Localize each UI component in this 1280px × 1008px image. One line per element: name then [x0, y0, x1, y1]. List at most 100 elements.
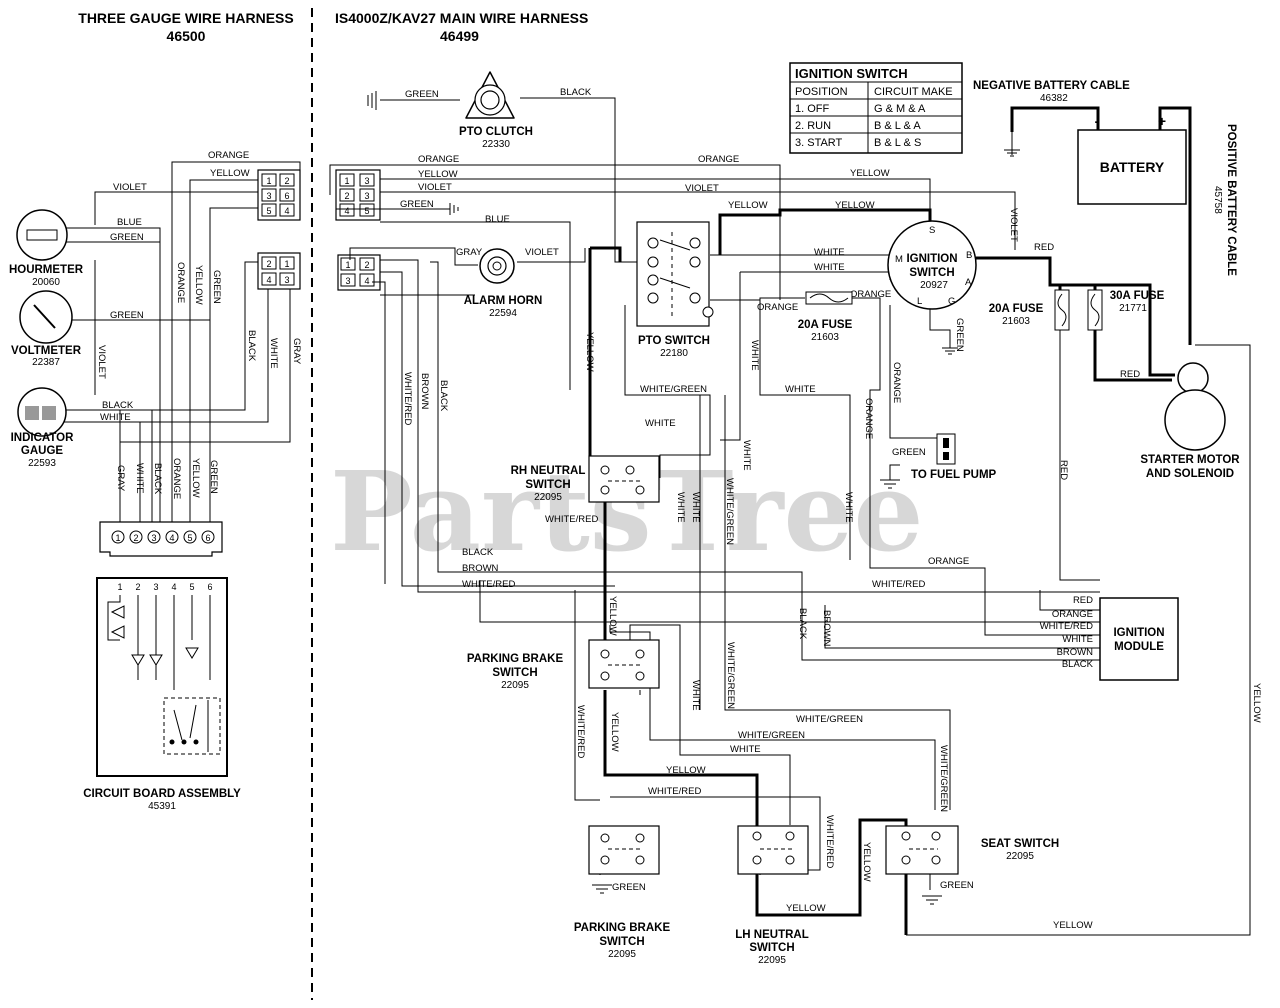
svg-text:4: 4 — [171, 582, 176, 592]
svg-text:21603: 21603 — [811, 332, 839, 343]
svg-text:3: 3 — [364, 176, 369, 186]
left-title: THREE GAUGE WIRE HARNESS — [78, 10, 293, 26]
main-4pin-connector: 1 2 3 4 — [337, 254, 381, 291]
svg-text:2: 2 — [344, 191, 349, 201]
svg-text:ORANGE: ORANGE — [698, 154, 739, 165]
svg-text:WHITE: WHITE — [843, 492, 854, 523]
svg-text:22180: 22180 — [660, 348, 688, 359]
svg-text:SWITCH: SWITCH — [525, 479, 570, 491]
svg-text:RED: RED — [1120, 369, 1140, 380]
svg-text:IGNITION SWITCH: IGNITION SWITCH — [795, 66, 908, 81]
svg-text:WHITE/RED: WHITE/RED — [545, 514, 598, 525]
ground-symbol — [449, 203, 459, 215]
svg-text:B & L & A: B & L & A — [874, 120, 921, 132]
svg-text:WHITE/GREEN: WHITE/GREEN — [796, 714, 863, 725]
svg-text:3: 3 — [345, 276, 350, 286]
svg-text:BLACK: BLACK — [102, 400, 134, 411]
svg-text:2: 2 — [284, 176, 289, 186]
svg-text:M: M — [895, 254, 903, 265]
svg-text:CIRCUIT MAKE: CIRCUIT MAKE — [874, 86, 953, 98]
svg-text:5: 5 — [364, 206, 369, 216]
svg-text:21771: 21771 — [1119, 303, 1147, 314]
svg-text:GRAY: GRAY — [456, 247, 483, 258]
svg-text:ORANGE: ORANGE — [850, 289, 891, 300]
svg-text:20060: 20060 — [32, 277, 60, 288]
svg-text:BLACK: BLACK — [1062, 659, 1094, 670]
svg-text:BLACK: BLACK — [152, 463, 163, 495]
svg-text:VIOLET: VIOLET — [525, 247, 559, 258]
indicator-gauge: INDICATOR GAUGE 22593 — [11, 387, 74, 469]
svg-text:6: 6 — [284, 191, 289, 201]
svg-text:1: 1 — [115, 533, 120, 543]
svg-text:A: A — [965, 277, 972, 288]
starter-motor: STARTER MOTOR AND SOLENOID — [1140, 362, 1240, 480]
fuse-20a-right: 20A FUSE 21603 — [989, 289, 1070, 331]
svg-text:BLUE: BLUE — [117, 217, 142, 228]
svg-text:1: 1 — [117, 582, 122, 592]
svg-text:BLACK: BLACK — [438, 380, 449, 412]
negative-battery-cable-label: NEGATIVE BATTERY CABLE — [973, 80, 1130, 92]
svg-text:ORANGE: ORANGE — [171, 458, 182, 499]
svg-text:SWITCH: SWITCH — [909, 267, 954, 279]
fuel-pump-connector: TO FUEL PUMP — [880, 433, 997, 489]
negative-battery-cable-part: 46382 — [1040, 93, 1068, 104]
left-4pin-connector: 2 1 4 3 — [257, 252, 301, 290]
svg-text:WHITE: WHITE — [814, 262, 845, 273]
svg-text:WHITE: WHITE — [100, 412, 131, 423]
svg-text:4: 4 — [169, 533, 174, 543]
svg-text:4: 4 — [284, 206, 289, 216]
main-part-number: 46499 — [440, 28, 479, 44]
svg-text:WHITE: WHITE — [749, 340, 760, 371]
svg-text:3: 3 — [364, 191, 369, 201]
svg-text:22593: 22593 — [28, 458, 56, 469]
svg-text:WHITE: WHITE — [675, 492, 686, 523]
svg-text:ORANGE: ORANGE — [175, 262, 186, 303]
svg-text:6: 6 — [207, 582, 212, 592]
svg-text:WHITE/GREEN: WHITE/GREEN — [724, 478, 735, 545]
alarm-horn: ALARM HORN 22594 — [464, 248, 543, 319]
svg-text:ORANGE: ORANGE — [928, 556, 969, 567]
svg-text:YELLOW: YELLOW — [666, 765, 706, 776]
svg-text:-: - — [1095, 113, 1100, 129]
left-6pin-connector: 1 2 3 6 5 4 — [257, 169, 301, 221]
left-harness-wires — [60, 161, 301, 522]
left-bottom-connector: 1 2 3 4 5 6 — [99, 521, 223, 557]
battery: BATTERY - + — [1077, 113, 1187, 205]
svg-text:SWITCH: SWITCH — [599, 936, 644, 948]
svg-text:VIOLET: VIOLET — [685, 183, 719, 194]
svg-text:WHITE: WHITE — [814, 247, 845, 258]
svg-text:YELLOW: YELLOW — [193, 265, 204, 305]
svg-text:WHITE: WHITE — [730, 744, 761, 755]
fuse-20a-middle: 20A FUSE 21603 — [798, 291, 853, 343]
svg-text:BROWN: BROWN — [462, 563, 499, 574]
main-bold-wires — [588, 106, 1192, 935]
svg-text:3: 3 — [266, 191, 271, 201]
svg-text:GREEN: GREEN — [612, 882, 646, 893]
svg-text:20A FUSE: 20A FUSE — [989, 303, 1044, 315]
svg-text:PARKING BRAKE: PARKING BRAKE — [467, 653, 564, 665]
svg-text:B & L & S: B & L & S — [874, 137, 921, 149]
svg-text:B: B — [966, 250, 972, 261]
svg-text:GRAY: GRAY — [115, 465, 126, 492]
svg-text:ALARM HORN: ALARM HORN — [464, 295, 543, 307]
svg-text:BROWN: BROWN — [821, 610, 832, 647]
svg-text:WHITE/RED: WHITE/RED — [575, 705, 586, 758]
seat-switch: SEAT SWITCH 22095 — [885, 825, 1059, 905]
left-wire-labels: ORANGE YELLOW VIOLET BLUE GREEN GREEN BL… — [96, 150, 302, 499]
main-title: IS4000Z/KAV27 MAIN WIRE HARNESS — [335, 10, 588, 26]
svg-text:22387: 22387 — [32, 357, 60, 368]
svg-text:VIOLET: VIOLET — [418, 182, 452, 193]
positive-battery-cable-part: 45758 — [1212, 186, 1223, 214]
svg-text:WHITE/GREEN: WHITE/GREEN — [738, 730, 805, 741]
svg-text:HOURMETER: HOURMETER — [9, 264, 84, 276]
svg-text:1: 1 — [284, 259, 289, 269]
svg-text:ORANGE: ORANGE — [418, 154, 459, 165]
svg-text:WHITE: WHITE — [268, 338, 279, 369]
svg-text:WHITE: WHITE — [134, 463, 145, 494]
svg-text:MODULE: MODULE — [1114, 641, 1164, 653]
svg-text:22095: 22095 — [608, 949, 636, 960]
svg-text:RED: RED — [1073, 595, 1093, 606]
svg-text:BATTERY: BATTERY — [1100, 159, 1165, 175]
svg-text:ORANGE: ORANGE — [757, 302, 798, 313]
svg-text:BROWN: BROWN — [419, 373, 430, 410]
